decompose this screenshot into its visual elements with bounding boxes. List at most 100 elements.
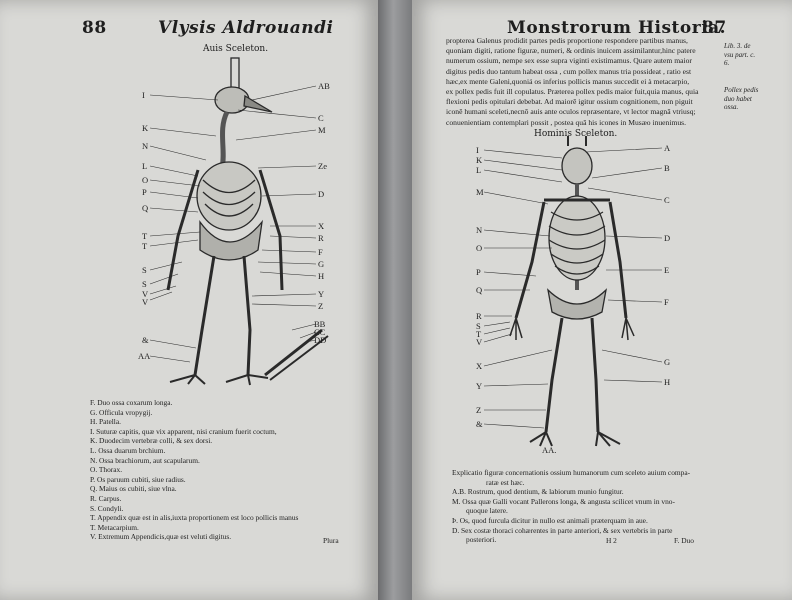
bird-skeleton-illustration: I K N L O P Q T T S S V V & AA AB C M Ze… — [138, 57, 330, 386]
caption-line: N. Ossa brachiorum, aut scapularum. — [90, 455, 200, 465]
body-line: iconē humani sceleti,necnō auis ante ocu… — [446, 107, 696, 117]
running-head-right: Monstrorum Historia. — [507, 18, 727, 38]
bird-label-l7: T — [142, 231, 148, 241]
human-label-r3: D — [664, 233, 670, 243]
page-number-right: 87 — [702, 18, 727, 38]
margin-note-1: Lib. 3. de vsu part. c. 6. — [724, 42, 755, 68]
human-skeleton-illustration: I K L M N O P Q R S T V X Y Z & A B C D … — [476, 136, 671, 447]
caption-line: R. Carpus. — [90, 493, 122, 503]
bird-label-l14: AA — [138, 351, 151, 361]
caption-line: T. Metacarpium. — [90, 522, 139, 532]
human-label-l11: V — [476, 337, 483, 347]
bird-label-r12: BB — [314, 319, 326, 329]
bird-label-r0: AB — [318, 81, 330, 91]
bird-label-r8: G — [318, 259, 324, 269]
margin-line: vsu part. c. — [724, 50, 756, 59]
caption-line: Q. Maius os cubiti, siue vlna. — [90, 484, 177, 494]
human-label-l8: R — [476, 311, 482, 321]
body-line: hæc,ex mente Galeni,quoniá os inferius p… — [446, 76, 690, 86]
margin-line: ossa. — [724, 103, 739, 111]
left-captions: F. Duo ossa coxarum longa. G. Officula v… — [90, 398, 298, 542]
bird-label-l6: Q — [142, 203, 148, 213]
caption-line: Þ. Os, quod furcula dicitur in nullo est… — [452, 515, 648, 525]
human-label-l10: T — [476, 329, 482, 339]
bird-label-r7: F — [318, 247, 323, 257]
margin-line: Lib. 3. de — [724, 42, 751, 50]
bird-label-r4: D — [318, 189, 324, 199]
caption-line: D. Sex costæ thoraci cohærentes in parte… — [452, 525, 673, 535]
caption-line: G. Officula vropygij. — [90, 407, 153, 417]
human-label-l13: Y — [476, 381, 482, 391]
bird-label-r6: R — [318, 233, 324, 243]
bird-label-r9: H — [318, 271, 324, 281]
human-label-l5: O — [476, 243, 482, 253]
caption-line: H. Patella. — [90, 417, 121, 427]
human-label-l2: L — [476, 165, 481, 175]
human-label-l12: X — [476, 361, 482, 371]
human-label-r6: G — [664, 357, 670, 367]
bird-label-l10: S — [142, 279, 147, 289]
caption-line: V. Extremum Appendicis,quæ est veluti di… — [90, 532, 232, 542]
caption-line: S. Condyli. — [90, 503, 124, 513]
caption-line: I. Suturæ capitis, quæ vix apparent, nis… — [90, 426, 277, 436]
human-label-l1: K — [476, 155, 483, 165]
bird-label-l9: S — [142, 265, 147, 275]
bird-label-r2: M — [318, 125, 326, 135]
body-line: quoniam digiti, ratione figuræ, numeri, … — [446, 46, 696, 56]
running-head-left: Vlysis Aldrouandi — [158, 18, 334, 38]
human-label-l14: Z — [476, 405, 481, 415]
body-line: numerum ossium, nempe sex esse supra vig… — [446, 56, 692, 66]
catchword-right: F. Duo — [674, 536, 694, 545]
caption-line: T. Appendix quæ est in alis,iuxta propor… — [90, 513, 299, 523]
signature-mark: H 2 — [606, 536, 617, 545]
caption-line: P. Os paruum cubiti, siue radius. — [90, 474, 186, 484]
bird-label-r13: CC — [314, 327, 326, 337]
caption-line: M. Ossa quæ Galli vocant Pallerons longa… — [452, 496, 675, 506]
explanation-block: Explicatio figuræ concernationis ossium … — [452, 468, 690, 545]
caption-line: quoque latere. — [466, 506, 508, 516]
caption-line: posteriori. — [466, 535, 497, 545]
bird-label-l12: V — [142, 297, 149, 307]
bird-label-r10: Y — [318, 289, 324, 299]
left-page: 88 Vlysis Aldrouandi Auis Sceleton. — [0, 0, 378, 600]
page-number-left: 88 — [82, 18, 107, 38]
human-label-r0: A — [664, 143, 671, 153]
bird-label-l5: P — [142, 187, 147, 197]
bird-label-r5: X — [318, 221, 324, 231]
human-label-l7: Q — [476, 285, 482, 295]
bird-label-r14: DD — [314, 335, 326, 345]
margin-line: 6. — [724, 59, 730, 67]
bird-label-l13: & — [142, 335, 149, 345]
book-gutter — [378, 0, 412, 600]
bird-label-r11: Z — [318, 301, 323, 311]
body-line: propterea Galenus prodidit partes pedis … — [446, 36, 688, 45]
caption-line: A.B. Rostrum, quod dentium, & labiorum m… — [452, 487, 624, 497]
figure-title-right: Hominis Sceleton. — [534, 129, 618, 139]
human-label-l6: P — [476, 267, 481, 277]
bird-label-l8: T — [142, 241, 148, 251]
body-text: propterea Galenus prodidit partes pedis … — [446, 36, 698, 128]
bottom-label: AA. — [542, 445, 557, 455]
margin-line: duo habet — [724, 94, 752, 103]
body-line: digitus pedis duo tantum habeat ossa , c… — [446, 66, 692, 76]
human-label-r4: E — [664, 265, 669, 275]
body-line: conuenientiam contemplari possit , poste… — [446, 117, 687, 127]
margin-note-2: Pollex pedis duo habet ossa. — [724, 86, 758, 112]
margin-line: Pollex pedis — [724, 86, 759, 94]
body-line: flexioni pedis opitulari debebat. Ad mai… — [446, 97, 693, 107]
explanation-title: Explicatio figuræ concernationis ossium … — [452, 468, 691, 477]
human-label-l9: S — [476, 321, 481, 331]
right-page: Monstrorum Historia. 87 propterea Galenu… — [412, 0, 792, 600]
human-label-l3: M — [476, 187, 484, 197]
caption-line: F. Duo ossa coxarum longa. — [90, 398, 173, 407]
explanation-title-cont: ratæ est hæc. — [486, 477, 525, 487]
human-label-r2: C — [664, 195, 670, 205]
caption-line: L. Ossa duarum brchium. — [90, 445, 166, 455]
catchword-left: Plura — [323, 536, 339, 545]
bird-label-r1: C — [318, 113, 324, 123]
human-label-l15: & — [476, 419, 483, 429]
human-label-r7: H — [664, 377, 670, 387]
bird-label-l2: N — [142, 141, 148, 151]
bird-label-l11: V — [142, 289, 149, 299]
caption-line: K. Duodecim vertebræ colli, & sex dorsi. — [90, 436, 213, 446]
